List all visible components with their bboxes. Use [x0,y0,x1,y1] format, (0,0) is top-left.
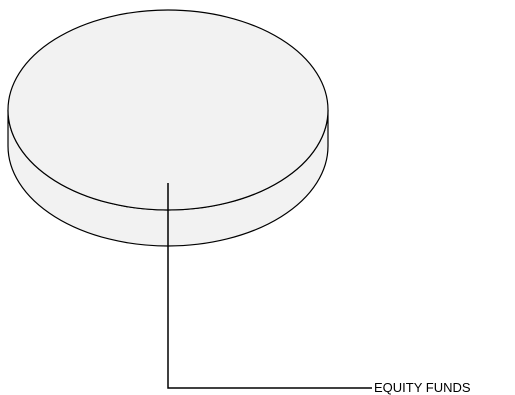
slice-label-equity-funds: EQUITY FUNDS [374,380,471,395]
leader-line-equity-funds [167,183,372,389]
pie-slice-equity-funds [7,9,329,211]
